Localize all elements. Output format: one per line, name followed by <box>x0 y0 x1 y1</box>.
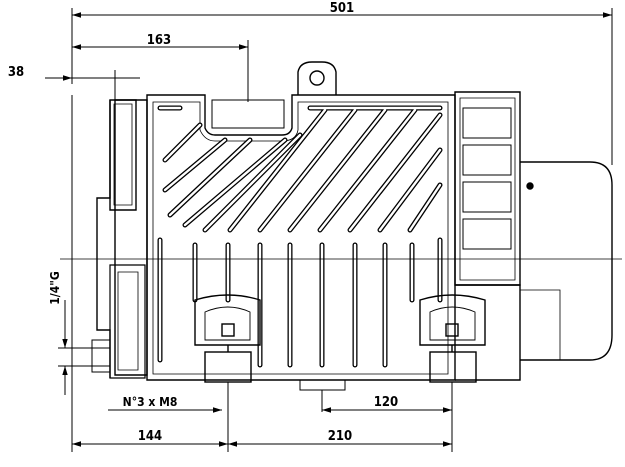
motor-base-detail <box>520 289 561 360</box>
drain-plug <box>299 379 346 391</box>
end-cap <box>114 99 148 376</box>
motor-fins <box>462 107 512 250</box>
motor-housing <box>454 91 521 286</box>
fin-3 <box>462 181 512 213</box>
dim-label-port-thread: 1/4"G <box>48 271 62 305</box>
mounting-foot-left <box>194 294 261 383</box>
fin-4 <box>462 218 512 250</box>
end-cap-outline <box>96 100 111 378</box>
dimension-lines <box>45 8 613 452</box>
pump-body <box>91 61 613 391</box>
dim-label-center-spacing: 120 <box>374 395 398 410</box>
inlet-block-inner <box>113 103 133 206</box>
inlet-flange <box>211 99 285 129</box>
dim-label-foot-spacing: 210 <box>328 429 352 444</box>
side-cover-inner <box>117 271 139 371</box>
fin-2 <box>462 144 512 176</box>
main-housing <box>146 94 456 381</box>
dim-label-flange: 163 <box>147 33 171 48</box>
lifting-eye-hole <box>309 70 325 86</box>
dim-label-bolts: N°3 x M8 <box>123 395 178 409</box>
motor-base <box>455 284 521 381</box>
dim-label-connection: 38 <box>8 65 24 80</box>
motor-housing-inner <box>459 97 516 281</box>
motor-marker <box>526 182 534 190</box>
lifting-eye <box>297 61 337 95</box>
cooling-ribs-inner <box>158 106 442 232</box>
mounting-foot-right <box>419 294 486 383</box>
fin-1 <box>462 107 512 139</box>
motor-fan-cover <box>520 161 613 361</box>
dim-label-overall: 501 <box>330 1 354 16</box>
inlet-block <box>109 99 137 211</box>
dim-label-front-spacing: 144 <box>138 429 162 444</box>
port-fitting <box>91 339 111 373</box>
